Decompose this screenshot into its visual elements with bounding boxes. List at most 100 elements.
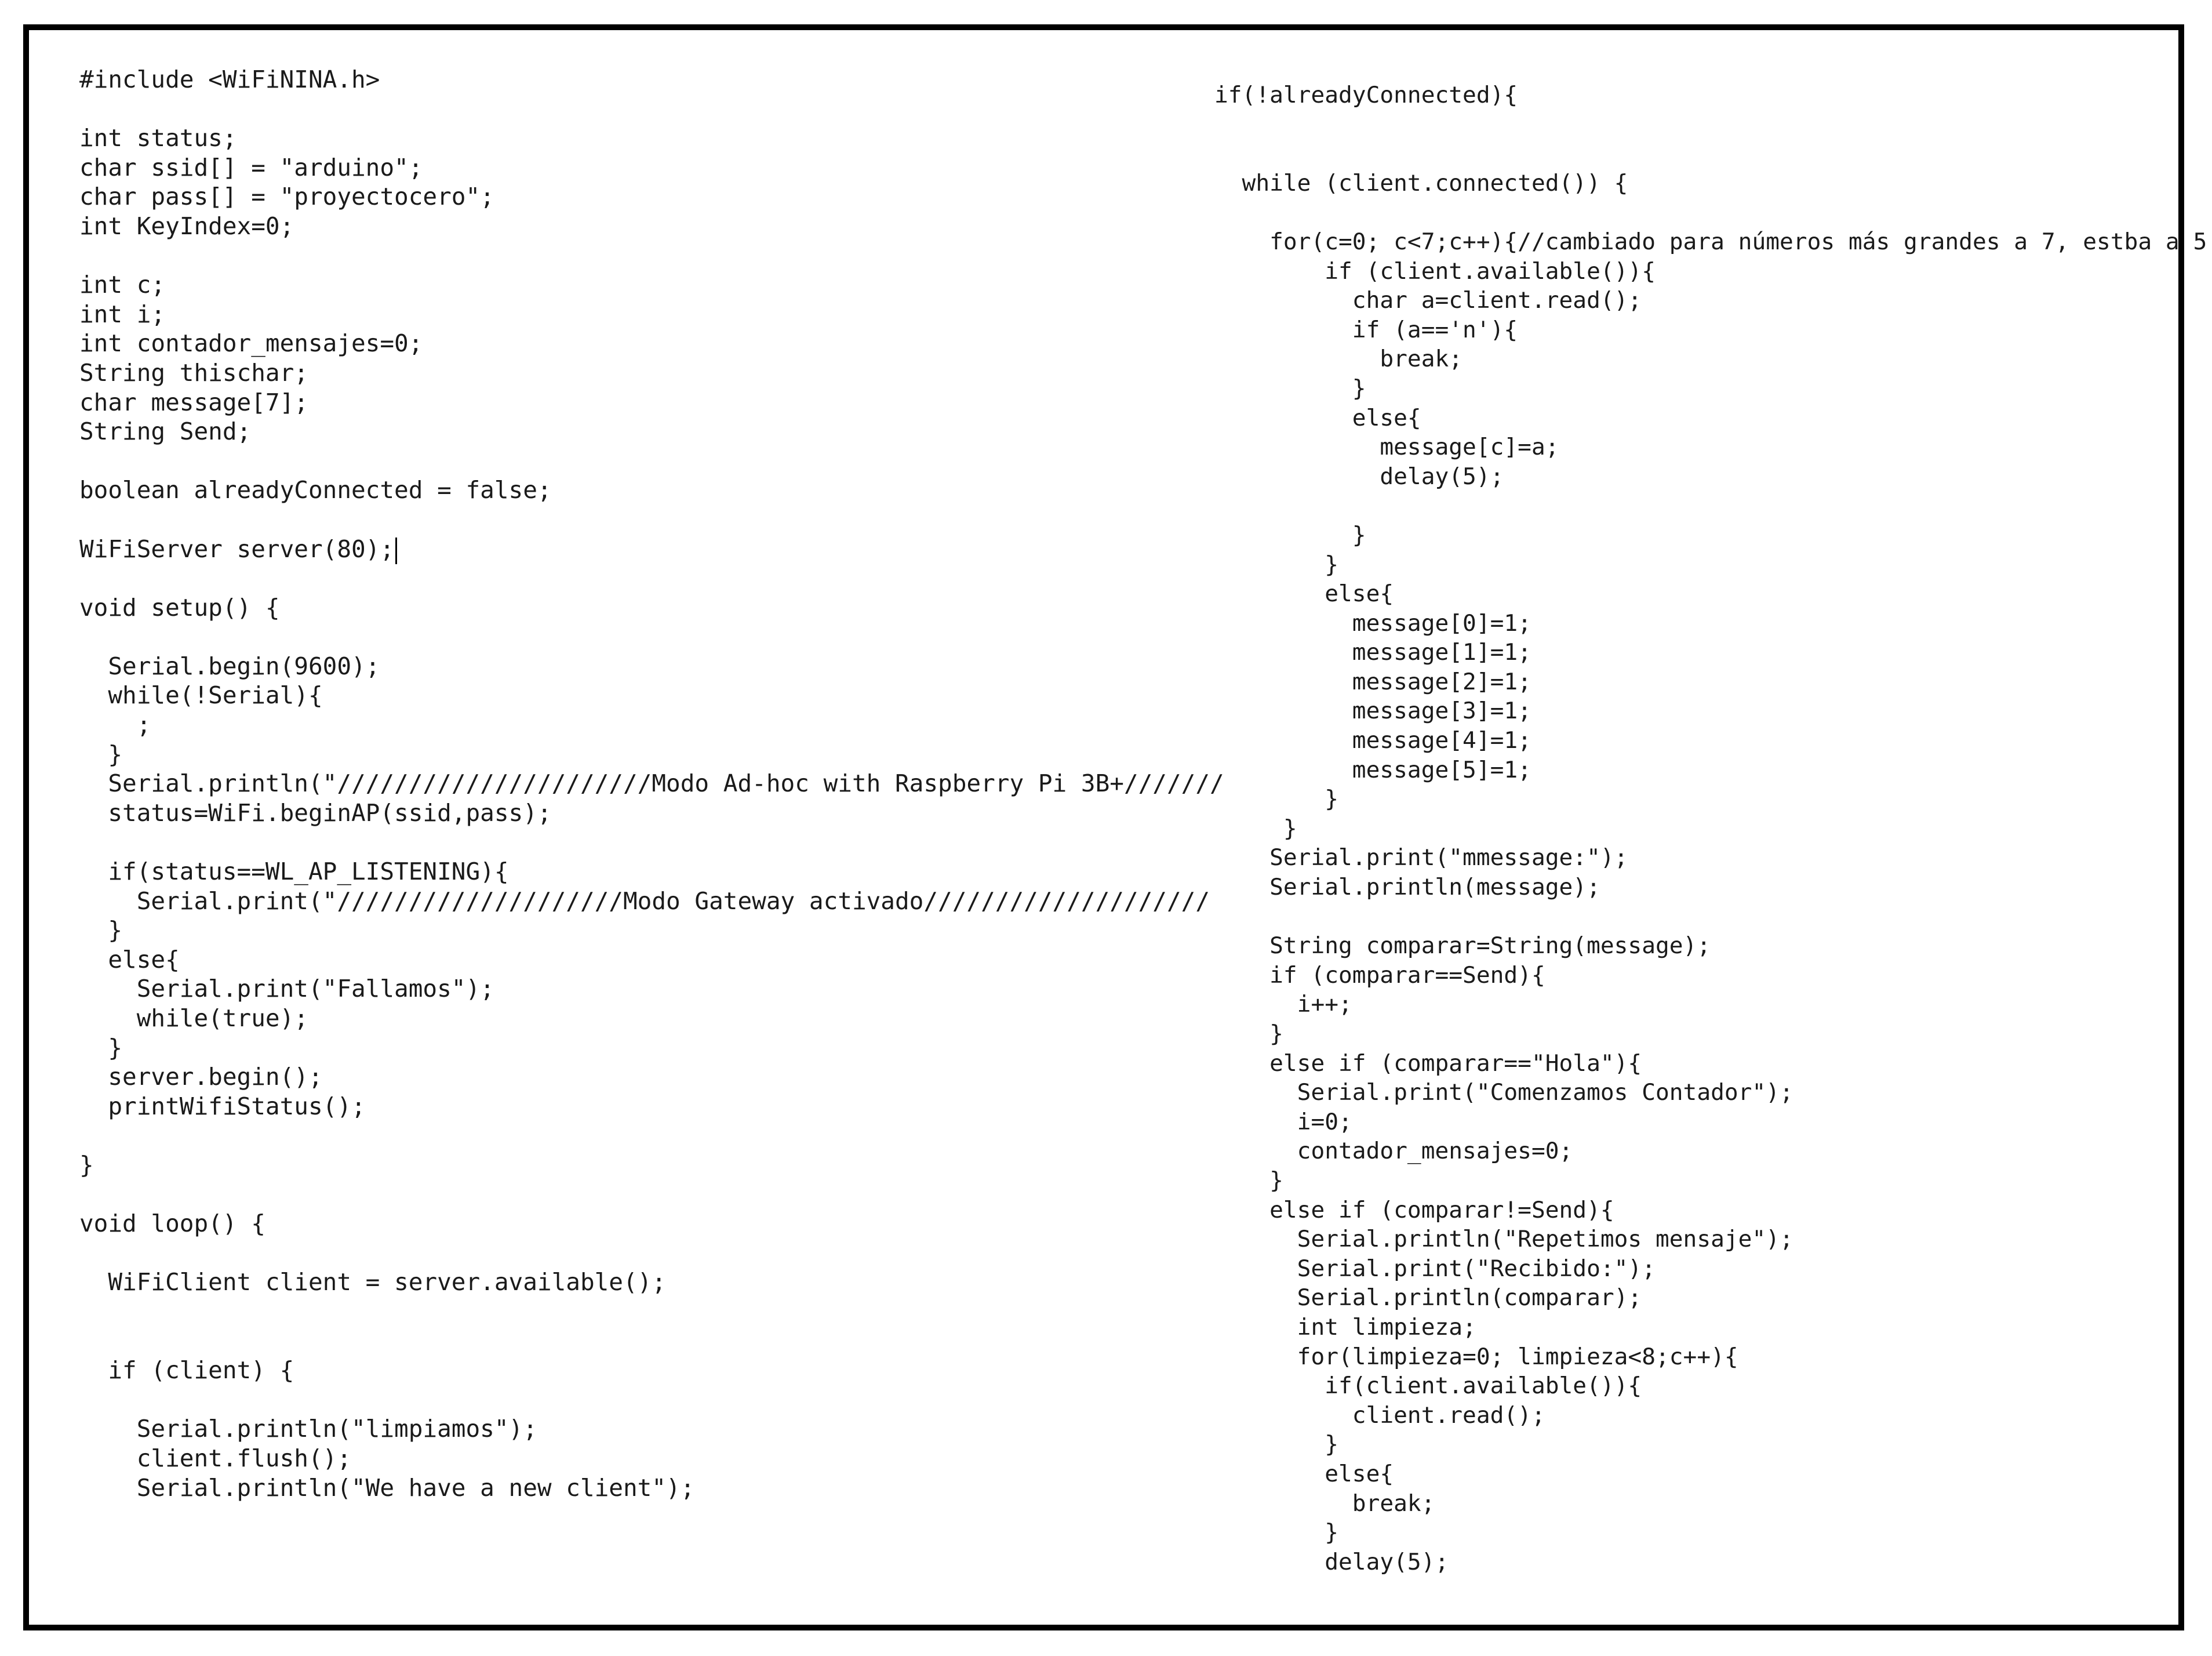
code-line: int KeyIndex=0; (79, 212, 294, 240)
code-line: } (1214, 551, 1339, 578)
code-line (79, 1180, 1224, 1210)
code-line: WiFiClient client = server.available(); (79, 1268, 667, 1297)
code-line: if (a=='n'){ (1214, 316, 1518, 343)
code-line: } (79, 1150, 94, 1179)
code-line: Serial.print("////////////////////Modo G… (79, 887, 1210, 915)
code-line: } (1214, 815, 1297, 842)
code-line: } (79, 916, 123, 945)
document-frame: #include <WiFiNINA.h> int status;char ssi… (23, 24, 2207, 1630)
code-line: WiFiServer server(80); (79, 535, 1224, 564)
code-line (79, 446, 1224, 476)
code-column-left: #include <WiFiNINA.h> int status;char ssi… (79, 65, 1224, 1502)
code-line (79, 1385, 1224, 1415)
code-line: } (79, 1033, 123, 1062)
code-line: Serial.print("mmessage:"); (1214, 844, 1628, 871)
code-line: String comparar=String(message); (1214, 932, 1711, 960)
code-line: void loop() { (79, 1210, 265, 1238)
code-line (1214, 902, 2207, 932)
code-line: int status; (79, 124, 237, 152)
code-line: contador_mensajes=0; (1214, 1138, 1573, 1165)
code-line (79, 505, 1224, 535)
code-line: #include <WiFiNINA.h> (79, 66, 380, 93)
code-line (79, 95, 1224, 124)
code-line: Serial.print("Recibido:"); (1214, 1255, 1656, 1282)
code-line: } (1214, 521, 1366, 549)
code-line (1214, 198, 2207, 227)
code-line: else{ (1214, 580, 1394, 608)
code-line: else{ (1214, 1460, 1394, 1487)
code-line: break; (1214, 1490, 1435, 1517)
code-line: } (1214, 1519, 1339, 1546)
code-line: Serial.println(comparar); (1214, 1284, 1642, 1312)
code-line: } (1214, 1021, 1283, 1047)
code-line (79, 1121, 1224, 1150)
code-line: Serial.println("limpiamos"); (79, 1415, 537, 1443)
code-line: Serial.print("Fallamos"); (79, 975, 494, 1003)
code-line: printWifiStatus(); (79, 1092, 366, 1120)
code-line: message[1]=1; (1214, 639, 1531, 666)
code-line: message[4]=1; (1214, 727, 1531, 754)
code-line: char message[7]; (79, 388, 308, 416)
code-line (1214, 110, 2207, 140)
code-line: } (79, 740, 123, 768)
code-line: while(true); (79, 1004, 308, 1032)
code-line: String Send; (79, 417, 252, 446)
code-line: status=WiFi.beginAP(ssid,pass); (79, 798, 552, 827)
code-line: while(!Serial){ (79, 681, 323, 710)
code-line: message[3]=1; (1214, 698, 1531, 725)
code-line: if (client.available()){ (1214, 257, 1656, 285)
code-line: Serial.println("//////////////////////Mo… (79, 769, 1224, 798)
code-line: i++; (1214, 991, 1352, 1018)
code-line: boolean alreadyConnected = false; (79, 476, 552, 504)
code-line: i=0; (1214, 1108, 1352, 1135)
code-line: else if (comparar=="Hola"){ (1214, 1049, 1642, 1077)
code-line: Serial.println("We have a new client"); (79, 1473, 695, 1502)
code-line: Serial.begin(9600); (79, 652, 380, 680)
code-line: break; (1214, 346, 1463, 373)
code-line: int c; (79, 271, 166, 299)
code-line (79, 827, 1224, 857)
code-line: for(limpieza=0; limpieza<8;c++){ (1214, 1343, 1738, 1370)
code-line: } (1214, 1431, 1339, 1458)
code-line (79, 1297, 1224, 1327)
code-line: Serial.println(message); (1214, 874, 1600, 901)
code-line (1214, 491, 2207, 521)
text-cursor (395, 537, 398, 564)
code-line: client.flush(); (79, 1444, 351, 1472)
code-line: int contador_mensajes=0; (79, 329, 423, 358)
code-line: } (1214, 375, 1366, 402)
code-line (79, 1239, 1224, 1268)
code-line: if(status==WL_AP_LISTENING){ (79, 858, 509, 886)
code-line: delay(5); (1214, 1548, 1449, 1575)
code-line (79, 622, 1224, 652)
code-line: if(client.available()){ (1214, 1372, 1642, 1400)
code-line: int i; (79, 300, 166, 328)
code-line: message[2]=1; (1214, 668, 1531, 695)
code-line (1214, 139, 2207, 169)
code-line: if(!alreadyConnected){ (1214, 82, 1518, 108)
code-line: if (comparar==Send){ (1214, 961, 1545, 989)
code-line: message[0]=1; (1214, 609, 1531, 637)
code-line: void setup() { (79, 593, 280, 622)
code-line: message[5]=1; (1214, 756, 1531, 783)
code-line: int limpieza; (1214, 1313, 1476, 1341)
code-line (79, 241, 1224, 271)
code-line (79, 1327, 1224, 1356)
code-line: char ssid[] = "arduino"; (79, 153, 423, 181)
code-line: ; (79, 711, 151, 739)
code-line: } (1214, 1167, 1283, 1194)
code-line: } (1214, 786, 1339, 813)
code-line: Serial.print("Comenzamos Contador"); (1214, 1079, 1793, 1106)
code-line: char a=client.read(); (1214, 287, 1642, 314)
code-line: message[c]=a; (1214, 434, 1559, 461)
code-line: while (client.connected()) { (1214, 169, 1628, 197)
code-line: delay(5); (1214, 463, 1504, 490)
code-line: Serial.println("Repetimos mensaje"); (1214, 1226, 1793, 1253)
code-line (79, 564, 1224, 593)
code-column-right: if(!alreadyConnected){ while (client.con… (1214, 81, 2207, 1577)
code-line: else{ (79, 945, 180, 974)
code-line: char pass[] = "proyectocero"; (79, 183, 494, 211)
code-line: if (client) { (79, 1356, 294, 1385)
code-line: client.read(); (1214, 1401, 1545, 1429)
code-line: else if (comparar!=Send){ (1214, 1196, 1614, 1223)
